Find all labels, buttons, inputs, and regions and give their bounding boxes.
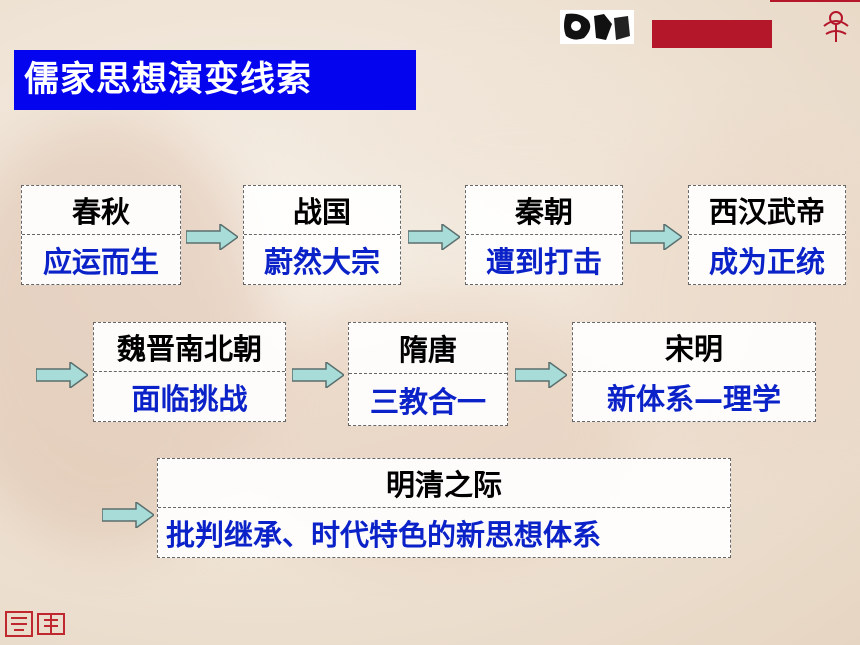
decorative-banner — [560, 0, 860, 48]
seal-logo-icon — [5, 611, 65, 637]
era-label: 秦朝 — [466, 186, 622, 235]
arrow-right-icon — [36, 362, 88, 388]
era-description: 应运而生 — [42, 244, 159, 279]
era-description: 新体系—理学 — [606, 381, 781, 416]
era-label: 宋明 — [573, 323, 815, 372]
stage-box: 明清之际 批判继承、时代特色的新思想体系 — [157, 458, 731, 558]
arrow-right-icon — [292, 362, 344, 388]
era-label: 战国 — [244, 186, 400, 235]
red-rule — [770, 0, 860, 2]
arrow-right-icon — [515, 362, 567, 388]
era-description: 蔚然大宗 — [263, 244, 380, 279]
stage-box: 魏晋南北朝 面临挑战 — [93, 322, 286, 422]
arrow-right-icon — [186, 224, 238, 250]
arrow-right-icon — [630, 224, 682, 250]
stage-box: 春秋 应运而生 — [21, 185, 181, 285]
stage-box: 西汉武帝 成为正统 — [688, 185, 846, 285]
era-label: 隋唐 — [349, 323, 507, 374]
stage-box: 宋明 新体系—理学 — [572, 322, 816, 422]
seal-logo-icon — [560, 10, 634, 44]
era-label: 西汉武帝 — [689, 186, 845, 235]
stage-box: 战国 蔚然大宗 — [243, 185, 401, 285]
arrow-right-icon — [102, 502, 154, 528]
arrow-right-icon — [408, 224, 460, 250]
era-description: 成为正统 — [708, 244, 825, 279]
stage-box: 隋唐 三教合一 — [348, 322, 508, 426]
red-band — [652, 20, 772, 48]
stage-box: 秦朝 遭到打击 — [465, 185, 623, 285]
era-label: 魏晋南北朝 — [94, 323, 285, 372]
era-description: 三教合一 — [369, 384, 486, 419]
flower-ornament-icon — [823, 11, 849, 42]
era-label: 明清之际 — [158, 459, 730, 508]
era-label: 春秋 — [22, 186, 180, 235]
slide-title: 儒家思想演变线索 — [14, 50, 416, 110]
era-description: 批判继承、时代特色的新思想体系 — [166, 517, 602, 552]
era-description: 面临挑战 — [131, 381, 248, 416]
era-description: 遭到打击 — [485, 244, 602, 279]
